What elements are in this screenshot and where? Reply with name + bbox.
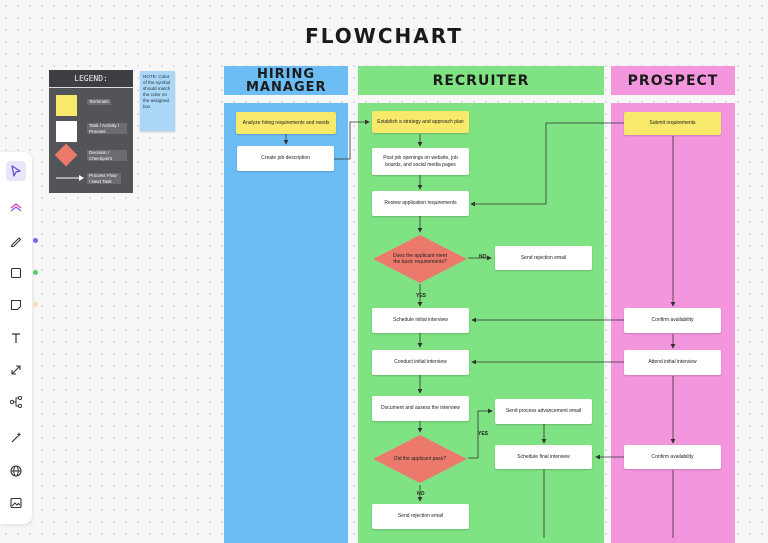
lane-hiring-manager <box>224 103 348 543</box>
lane-header-label: HIRING MANAGER <box>246 66 327 95</box>
node-schedule-final-interview[interactable]: Schedule final interview <box>495 445 592 469</box>
node-conduct-initial-interview[interactable]: Conduct initial interview <box>372 350 469 375</box>
lane-header-recruiter: RECRUITER <box>358 66 604 95</box>
connector-icon[interactable] <box>6 360 26 380</box>
legend-flow-label: Process Flow / Next Task <box>87 173 121 185</box>
decision-diamond-shape <box>373 235 467 283</box>
node-send-rejection-1[interactable]: Send rejection email <box>495 246 592 270</box>
node-post-job-openings[interactable]: Post job openings on website, job boards… <box>372 148 469 175</box>
node-establish-strategy[interactable]: Establish a strategy and approach plan <box>372 111 469 133</box>
legend-terminal-label: Terminals <box>87 99 111 105</box>
legend-flow-arrow <box>56 175 84 181</box>
pen-icon[interactable] <box>6 231 26 251</box>
node-schedule-initial-interview[interactable]: Schedule initial interview <box>372 308 469 333</box>
edge-label-no: NO <box>417 491 425 497</box>
node-send-advancement[interactable]: Send process advancement email <box>495 399 592 424</box>
sticky-note-icon[interactable] <box>6 295 26 315</box>
edge-label-yes: YES <box>478 431 489 437</box>
lane-header-hiring-manager: HIRING MANAGER <box>224 66 348 95</box>
node-review-application[interactable]: Review application requirements <box>372 191 469 216</box>
diagram-title: FLOWCHART <box>305 24 463 48</box>
sticky-note[interactable]: NOTE: Color of the symbol should match t… <box>140 71 175 131</box>
node-confirm-availability-1[interactable]: Confirm availability <box>624 308 721 333</box>
node-create-job-description[interactable]: Create job description <box>237 146 334 171</box>
legend-decision-swatch <box>54 143 78 167</box>
magic-icon[interactable] <box>6 427 26 447</box>
color-dot-indicator <box>33 238 38 243</box>
left-toolbar <box>0 152 32 524</box>
decision-text: Did the applicant pass? <box>394 455 446 462</box>
legend-task-swatch <box>56 121 77 142</box>
edge-label-yes: YES <box>416 293 427 299</box>
legend-panel: LEGEND: Terminals Task / Activity / Proc… <box>49 70 133 193</box>
text-icon[interactable] <box>6 328 26 348</box>
shape-icon[interactable] <box>6 263 26 283</box>
lane-header-label: PROSPECT <box>627 72 719 89</box>
legend-decision-label: Decision / Checkpoint <box>87 150 127 162</box>
decision-applicant-pass[interactable]: Did the applicant pass? <box>372 434 468 484</box>
node-document-assess[interactable]: Document and assess the interview <box>372 396 469 421</box>
legend-title: LEGEND: <box>49 70 133 88</box>
mindmap-icon[interactable] <box>6 392 26 412</box>
decision-diamond-shape <box>373 435 467 483</box>
decision-basic-requirements[interactable]: Does the applicant meet the basic requir… <box>372 234 468 284</box>
legend-task-label: Task / Activity / Process <box>87 123 127 135</box>
color-dot-indicator <box>33 302 38 307</box>
edge-label-no: NO <box>479 254 487 260</box>
lane-header-prospect: PROSPECT <box>611 66 735 95</box>
lane-header-label: RECRUITER <box>432 72 530 89</box>
decision-text: Does the applicant meet the basic requir… <box>393 252 447 265</box>
node-analyze-requirements[interactable]: Analyze hiring requirements and needs <box>236 112 336 134</box>
globe-icon[interactable] <box>6 461 26 481</box>
node-send-rejection-2[interactable]: Send rejection email <box>372 504 469 529</box>
image-icon[interactable] <box>6 493 26 513</box>
node-attend-initial-interview[interactable]: Attend initial interview <box>624 350 721 375</box>
ai-icon[interactable] <box>6 197 26 217</box>
cursor-icon[interactable] <box>6 161 26 181</box>
node-submit-requirements[interactable]: Submit requirements <box>624 112 721 135</box>
node-confirm-availability-2[interactable]: Confirm availability <box>624 445 721 469</box>
color-dot-indicator <box>33 270 38 275</box>
legend-terminal-swatch <box>56 95 77 116</box>
